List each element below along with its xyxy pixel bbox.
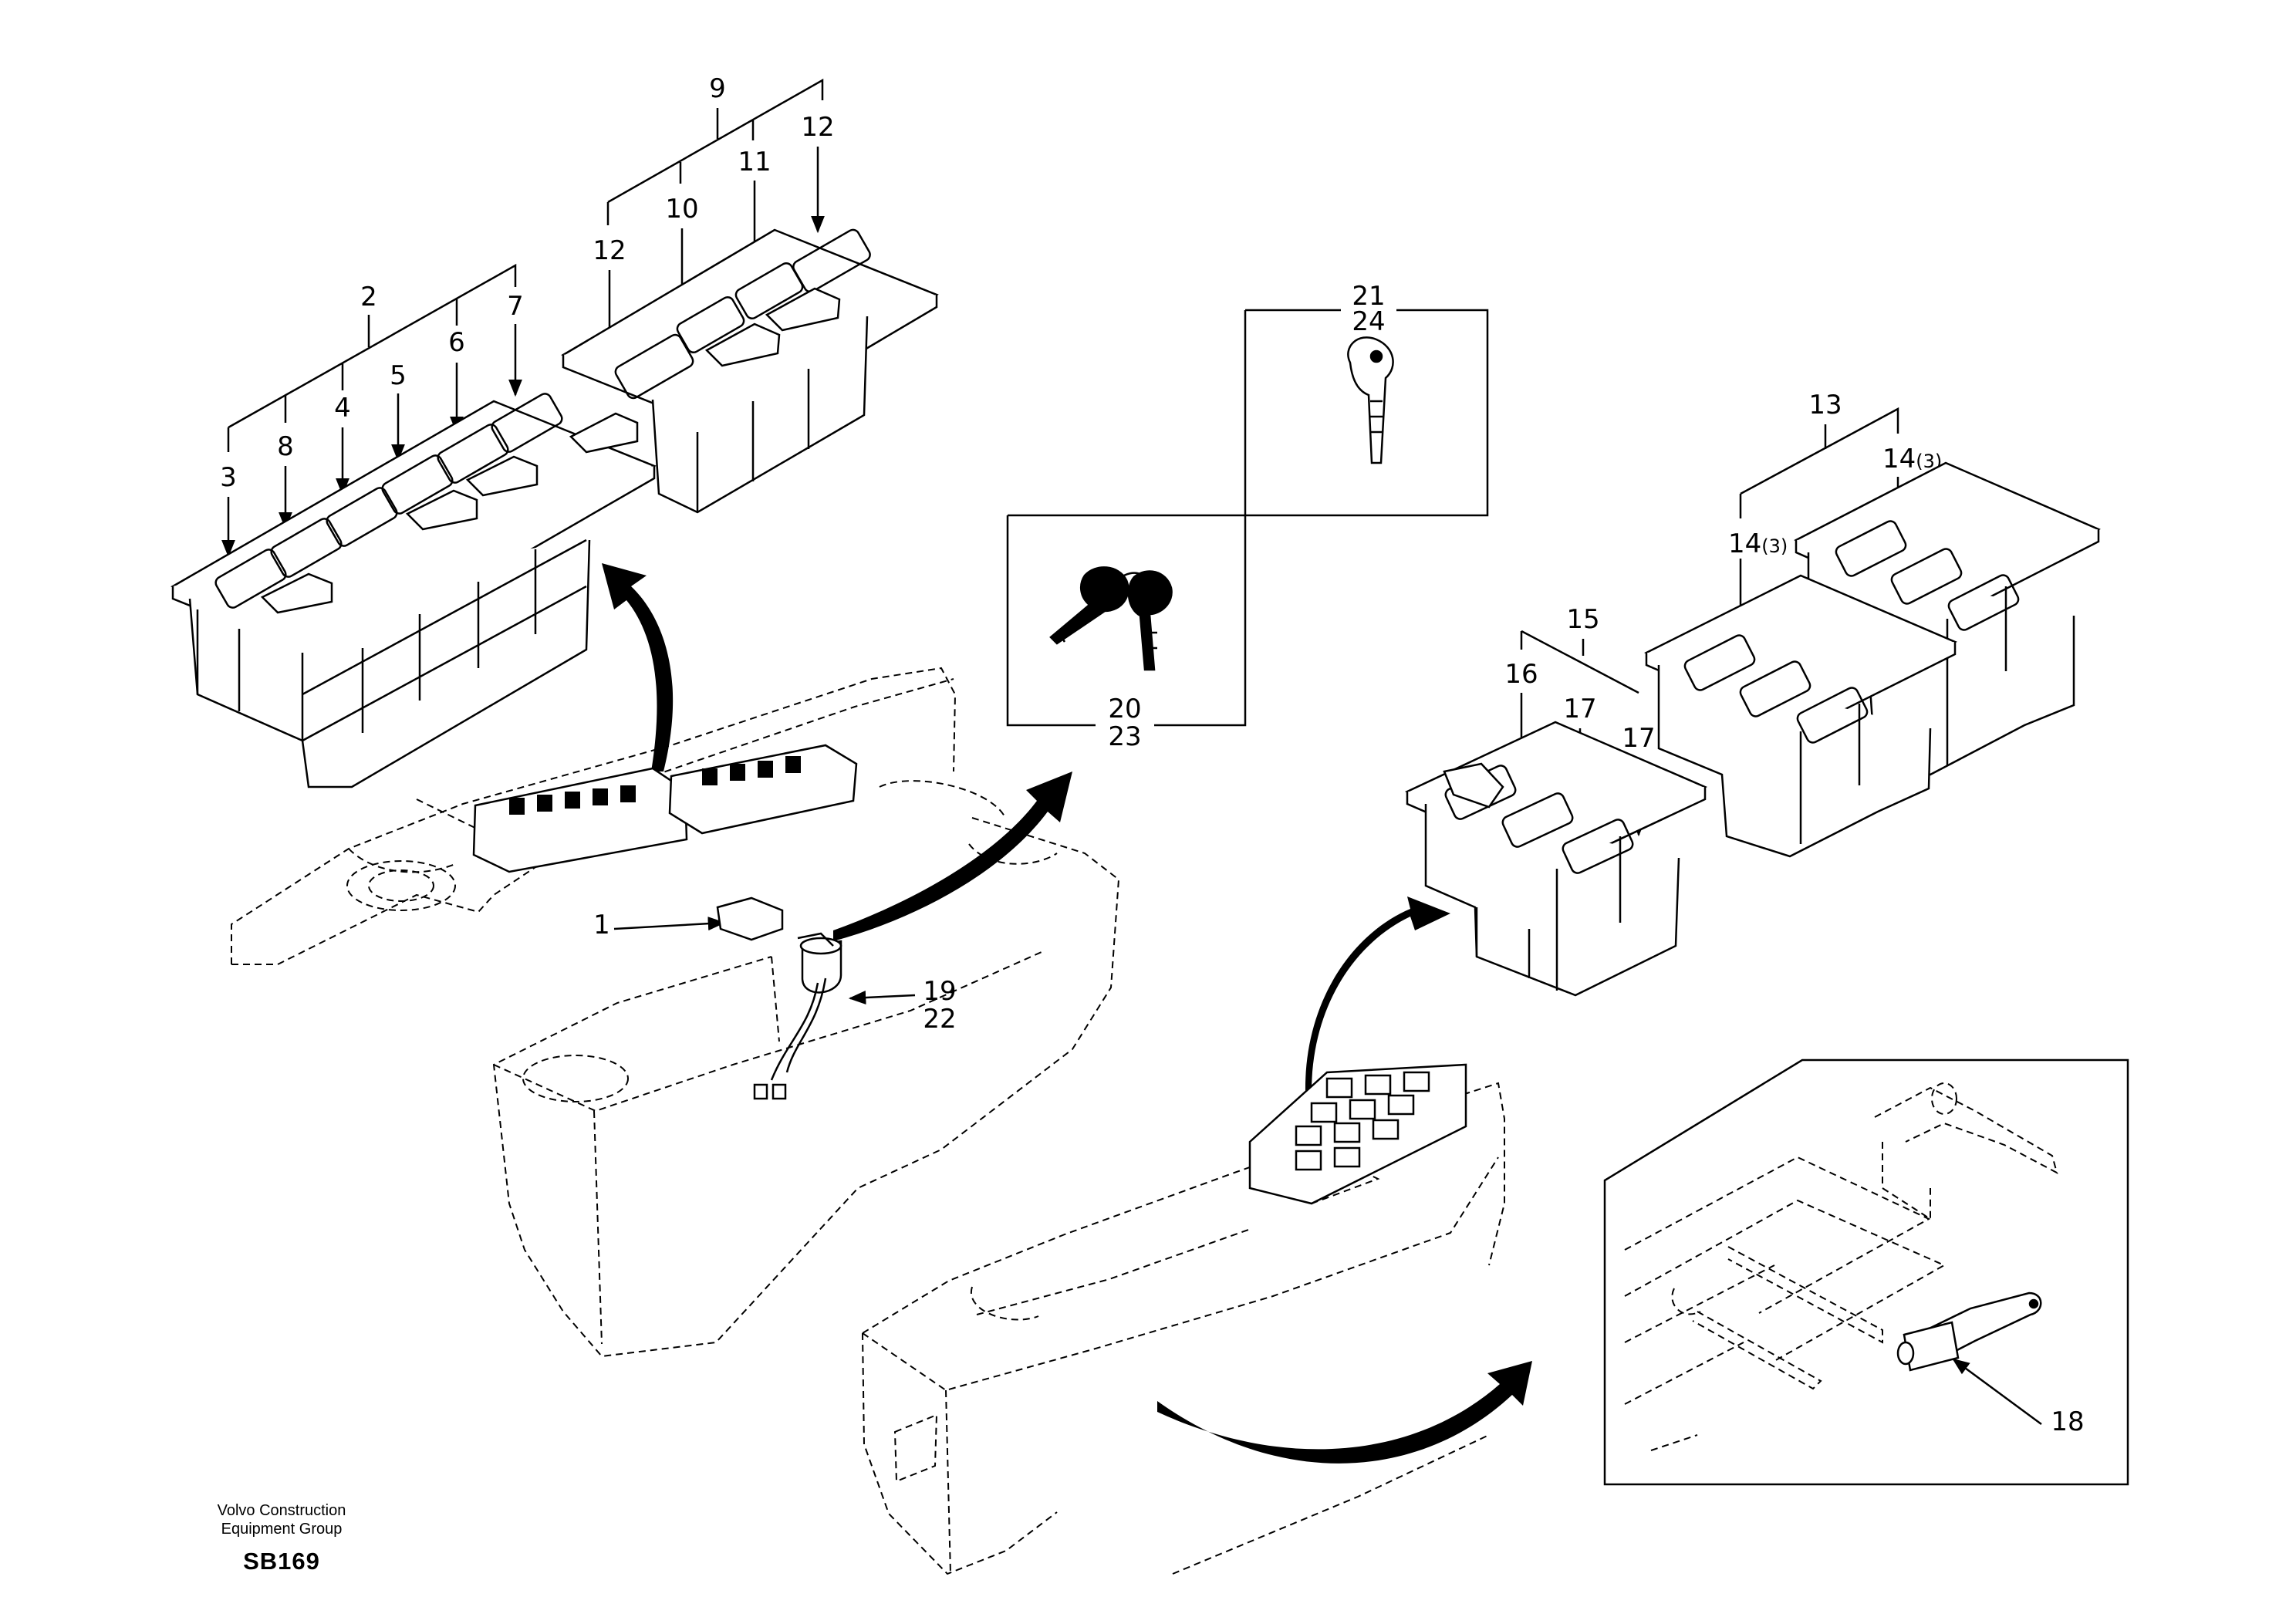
callout-6: 6 (448, 327, 465, 358)
callout-15: 15 (1566, 604, 1599, 635)
console-panels (472, 744, 1467, 1205)
switch-module-15 (1404, 721, 1708, 997)
leader-lines (227, 78, 1899, 727)
callout-3: 3 (220, 462, 237, 493)
callout-21: 21 (1352, 281, 1385, 312)
callout-13: 13 (1808, 390, 1842, 420)
footer-credit: Volvo Construction Equipment Group SB169 (185, 1501, 378, 1575)
console-right (862, 1082, 1505, 1575)
company-name-line1: Volvo Construction (217, 1502, 346, 1519)
callout-10: 10 (665, 194, 698, 225)
switch-panel-left (171, 393, 657, 788)
callout-12-top: 12 (801, 112, 834, 143)
callout-2: 2 (360, 282, 377, 312)
switch-panel-top (561, 228, 939, 514)
callout-labels: 9 12 11 10 12 2 7 6 5 4 8 3 21 24 20 23 … (220, 73, 2084, 1437)
callout-14-left: 14(3) (1728, 528, 1788, 559)
callout-7: 7 (507, 291, 524, 322)
curved-arrow-right-switches (1305, 896, 1450, 1092)
sensor-18 (1896, 1291, 2042, 1372)
ignition-parts (716, 896, 842, 1100)
callout-4: 4 (334, 393, 351, 424)
key-pair (1049, 566, 1173, 671)
callout-11: 11 (738, 147, 771, 177)
callout-16: 16 (1504, 659, 1538, 690)
callout-17-right: 17 (1622, 723, 1655, 754)
curved-arrow-detail (1157, 1361, 1532, 1464)
callout-14-right: 14(3) (1882, 444, 1942, 474)
curved-arrow-keys (833, 771, 1072, 941)
callout-1: 1 (593, 910, 610, 940)
callout-23: 23 (1108, 721, 1141, 752)
company-name-line2: Equipment Group (221, 1521, 343, 1538)
callout-18: 18 (2051, 1406, 2084, 1437)
callout-5: 5 (390, 360, 407, 391)
callout-19: 19 (923, 976, 956, 1007)
detail-box (1603, 1058, 2129, 1486)
key-single (1347, 336, 1394, 464)
callout-12-left: 12 (593, 235, 626, 266)
diagram-code: SB169 (243, 1548, 320, 1575)
callout-17-left: 17 (1563, 694, 1596, 724)
callout-24: 24 (1352, 306, 1385, 337)
detail-mechanism (1624, 1082, 2058, 1451)
switch-module-13-front (1644, 574, 1957, 858)
curved-arrow-up-left (602, 563, 674, 771)
callout-22: 22 (923, 1004, 956, 1035)
curved-arrows (602, 563, 1532, 1464)
callout-9: 9 (709, 73, 726, 104)
callout-8: 8 (277, 431, 294, 462)
callout-20: 20 (1108, 694, 1141, 724)
